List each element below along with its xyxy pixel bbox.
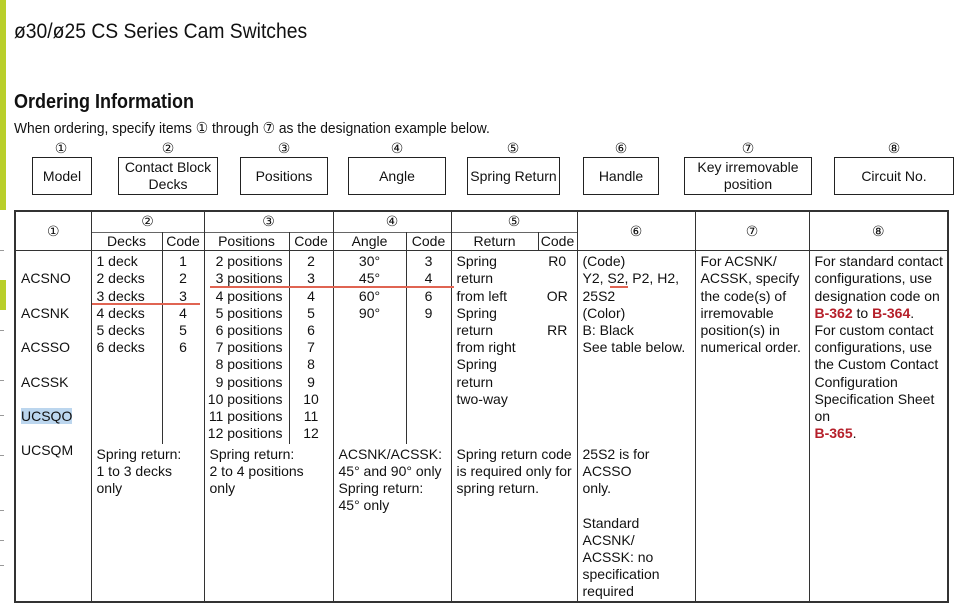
model-item: ACSNO <box>21 270 71 287</box>
circuit-cell: For standard contact configurations, use… <box>808 250 949 603</box>
decks-cell: 1 deck 2 decks 3 decks 4 decks 5 decks 6… <box>90 250 162 444</box>
circuit-text-1: For standard contact configurations, use… <box>814 253 943 304</box>
col-header-decks: Decks <box>90 231 163 252</box>
designation-box-key: Key irremovable position <box>684 157 812 195</box>
model-item: UCSQM <box>21 442 74 459</box>
handle-note: 25S2 is for ACSSO only. Standard ACSNK/ … <box>576 443 696 603</box>
designation-label: Circuit No. <box>861 167 927 184</box>
designation-num: ⑧ <box>887 140 901 156</box>
designation-label: Model <box>42 167 82 184</box>
page-link-b364[interactable]: B-364 <box>872 304 911 321</box>
designation-label: Positions <box>255 167 313 184</box>
margin-tick <box>0 510 4 511</box>
model-item: ACSSK <box>21 373 69 390</box>
margin-tick <box>0 415 4 416</box>
model-cell: ACSNO ACSNK ACSSO ACSSK UCSQO UCSQM <box>14 250 92 603</box>
designation-box-circuit: Circuit No. <box>834 157 954 195</box>
decks-code-cell: 1 2 3 4 5 6 <box>161 250 205 444</box>
col-group-return: ⑤ <box>450 210 578 233</box>
return-note: Spring return code is required only for … <box>450 443 578 603</box>
key-cell: For ACSNK/ ACSSK, specify the code(s) of… <box>694 250 810 603</box>
designation-num: ② <box>161 140 175 156</box>
angle-cell: 30° 45° 60° 90° <box>332 250 406 444</box>
designation-box-decks: Contact Block Decks <box>118 157 218 195</box>
designation-num: ① <box>54 140 68 156</box>
col-header-handle: ⑥ <box>576 210 696 252</box>
col-header-positions: Positions <box>203 231 290 252</box>
accent-bar-marker <box>0 280 6 310</box>
col-header-angle-code: Code <box>405 231 452 252</box>
annotation-underline <box>92 303 200 305</box>
intro-text: When ordering, specify items ① through ⑦… <box>14 120 490 137</box>
col-header-model: ① <box>14 210 92 252</box>
col-group-angle: ④ <box>332 210 452 233</box>
designation-label: Handle <box>598 167 644 184</box>
handle-cell: (Code) Y2, S2, P2, H2, 25S2 (Color) B: B… <box>576 250 696 444</box>
model-item: ACSSO <box>21 339 71 356</box>
designation-label: Contact Block Decks <box>124 159 212 192</box>
page-title: ø30/ø25 CS Series Cam Switches <box>14 20 308 43</box>
margin-tick <box>0 540 4 541</box>
circuit-dot-2: . <box>852 425 857 442</box>
highlighted-model: UCSQO <box>21 408 73 425</box>
return-cell: Spring return from left Spring return fr… <box>450 250 538 444</box>
designation-box-positions: Positions <box>240 157 328 195</box>
col-header-return: Return <box>450 231 539 252</box>
positions-cell: 2 positions 3 positions 4 positions 5 po… <box>203 250 290 444</box>
return-code-cell: R0 OR RR <box>538 250 578 444</box>
col-header-decks-code: Code <box>161 231 205 252</box>
model-item-highlighted: UCSQO <box>21 408 87 425</box>
page-link-b365[interactable]: B-365 <box>814 425 853 442</box>
decks-note: Spring return: 1 to 3 decks only <box>90 443 205 603</box>
col-group-positions: ③ <box>203 210 334 233</box>
designation-box-angle: Angle <box>348 157 446 195</box>
circuit-dot: . <box>910 304 915 321</box>
ordering-table: ① ② ③ ④ ⑤ ⑥ ⑦ ⑧ Decks Code Positions Cod… <box>14 210 949 603</box>
margin-tick <box>0 330 4 331</box>
designation-label: Angle <box>379 167 415 184</box>
designation-box-handle: Handle <box>583 157 659 195</box>
model-item: ACSNK <box>21 304 70 321</box>
designation-box-spring-return: Spring Return <box>467 157 560 195</box>
annotation-underline <box>610 286 628 288</box>
page-link-b362[interactable]: B-362 <box>814 304 853 321</box>
designation-label: Key irremovable position <box>697 159 799 192</box>
margin-tick <box>0 250 4 251</box>
margin-tick <box>0 380 4 381</box>
designation-num: ⑤ <box>506 140 520 156</box>
col-header-key: ⑦ <box>694 210 810 252</box>
angle-note: ACSNK/ACSSK: 45° and 90° only Spring ret… <box>332 443 452 603</box>
designation-label: Spring Return <box>470 167 557 184</box>
col-header-circuit: ⑧ <box>808 210 949 252</box>
col-header-return-code: Code <box>537 231 578 252</box>
designation-num: ④ <box>390 140 404 156</box>
positions-code-cell: 2 3 4 5 6 7 8 9 10 11 12 <box>288 250 334 444</box>
positions-note: Spring return: 2 to 4 positions only <box>203 443 334 603</box>
col-header-positions-code: Code <box>288 231 334 252</box>
section-title: Ordering Information <box>14 91 194 113</box>
col-header-angle: Angle <box>332 231 407 252</box>
designation-num: ③ <box>277 140 291 156</box>
circuit-text-2: For custom contact configurations, use t… <box>814 322 939 425</box>
designation-num: ⑥ <box>614 140 628 156</box>
angle-code-cell: 3 4 6 9 <box>405 250 452 444</box>
designation-num: ⑦ <box>741 140 755 156</box>
designation-box-model: Model <box>32 157 92 195</box>
annotation-underline <box>210 286 454 288</box>
circuit-to: to <box>852 304 873 321</box>
margin-tick <box>0 565 4 566</box>
accent-bar <box>0 0 6 210</box>
col-group-decks: ② <box>90 210 205 233</box>
margin-tick <box>0 455 4 456</box>
